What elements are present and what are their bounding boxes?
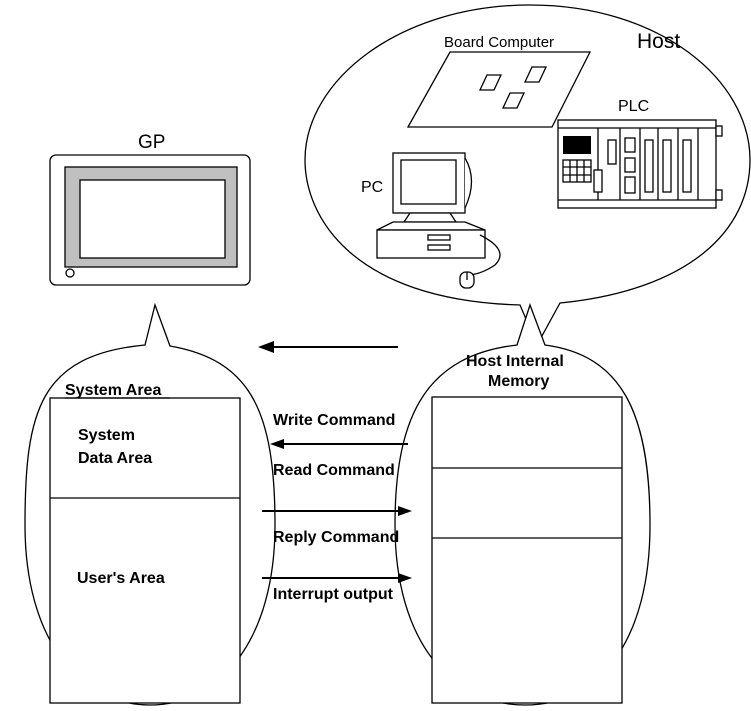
reply-command-arrow xyxy=(262,506,412,516)
write-command-label: Write Command xyxy=(273,412,395,429)
system-data-area-line1: System xyxy=(78,427,135,444)
users-area-label: User's Area xyxy=(77,570,165,587)
read-command-label: Read Command xyxy=(273,462,395,479)
top-arrow xyxy=(258,341,398,353)
gp-bubble xyxy=(24,302,276,706)
plc-label: PLC xyxy=(618,98,649,115)
gp-terminal-icon xyxy=(49,154,251,286)
host-memory-line2: Memory xyxy=(488,373,549,390)
host-bubble: Host Board Computer xyxy=(304,4,751,347)
read-command-arrow xyxy=(270,439,408,449)
system-area-label: System Area xyxy=(65,382,161,399)
board-computer-icon xyxy=(406,51,592,128)
board-computer-label: Board Computer xyxy=(444,34,554,51)
host-memory-bubble xyxy=(394,303,651,706)
host-memory-line1: Host Internal xyxy=(466,353,564,370)
pc-label: PC xyxy=(361,179,383,196)
reply-command-label: Reply Command xyxy=(273,529,399,546)
interrupt-output-label: Interrupt output xyxy=(273,586,394,603)
pc-icon xyxy=(376,152,501,289)
host-label: Host xyxy=(637,30,680,53)
gp-label: GP xyxy=(138,132,165,153)
system-data-area-line2: Data Area xyxy=(78,450,152,467)
plc-icon xyxy=(557,119,723,209)
interrupt-output-arrow xyxy=(262,573,412,583)
